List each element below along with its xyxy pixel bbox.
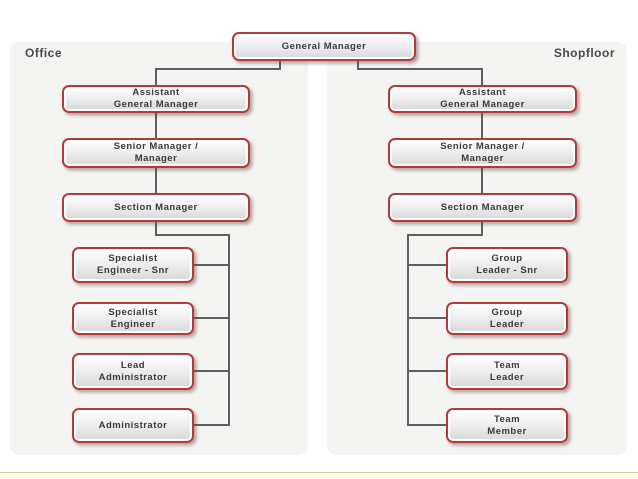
org-node-team-member: Team Member xyxy=(446,408,568,443)
org-node-team-leader: Team Leader xyxy=(446,353,568,390)
connector-line xyxy=(194,424,230,426)
connector-line xyxy=(357,68,483,70)
org-node-office-section-manager: Section Manager xyxy=(62,193,250,222)
connector-line xyxy=(155,113,157,138)
office-section-label: Office xyxy=(25,46,63,60)
slide-footer-strip xyxy=(0,472,638,479)
org-node-general-manager: General Manager xyxy=(232,32,416,61)
org-node-shopfloor-section-manager: Section Manager xyxy=(388,193,577,222)
shopfloor-section-label: Shopfloor xyxy=(553,46,615,60)
connector-line xyxy=(481,68,483,85)
connector-line xyxy=(155,222,157,236)
connector-line xyxy=(155,68,281,70)
connector-line xyxy=(279,61,281,69)
connector-line xyxy=(481,168,483,193)
connector-line xyxy=(481,113,483,138)
org-node-office-senior-manager: Senior Manager / Manager xyxy=(62,138,250,168)
connector-line xyxy=(409,370,446,372)
connector-line xyxy=(155,168,157,193)
org-node-specialist-engineer: Specialist Engineer xyxy=(72,302,194,335)
connector-line xyxy=(409,317,446,319)
connector-line xyxy=(481,222,483,236)
org-node-shopfloor-senior-manager: Senior Manager / Manager xyxy=(388,138,577,168)
connector-line xyxy=(407,234,409,426)
connector-line xyxy=(155,68,157,85)
connector-line xyxy=(228,234,230,426)
connector-line xyxy=(409,264,446,266)
org-node-administrator: Administrator xyxy=(72,408,194,443)
connector-line xyxy=(357,61,359,69)
connector-line xyxy=(194,370,230,372)
connector-line xyxy=(407,234,483,236)
org-node-specialist-engineer-snr: Specialist Engineer - Snr xyxy=(72,247,194,283)
connector-line xyxy=(194,317,230,319)
org-node-shopfloor-assistant-general-manager: Assistant General Manager xyxy=(388,85,577,113)
org-node-office-assistant-general-manager: Assistant General Manager xyxy=(62,85,250,113)
org-node-group-leader: Group Leader xyxy=(446,302,568,335)
connector-line xyxy=(409,424,446,426)
org-node-lead-administrator: Lead Administrator xyxy=(72,353,194,390)
connector-line xyxy=(155,234,230,236)
connector-line xyxy=(194,264,230,266)
org-node-group-leader-snr: Group Leader - Snr xyxy=(446,247,568,283)
